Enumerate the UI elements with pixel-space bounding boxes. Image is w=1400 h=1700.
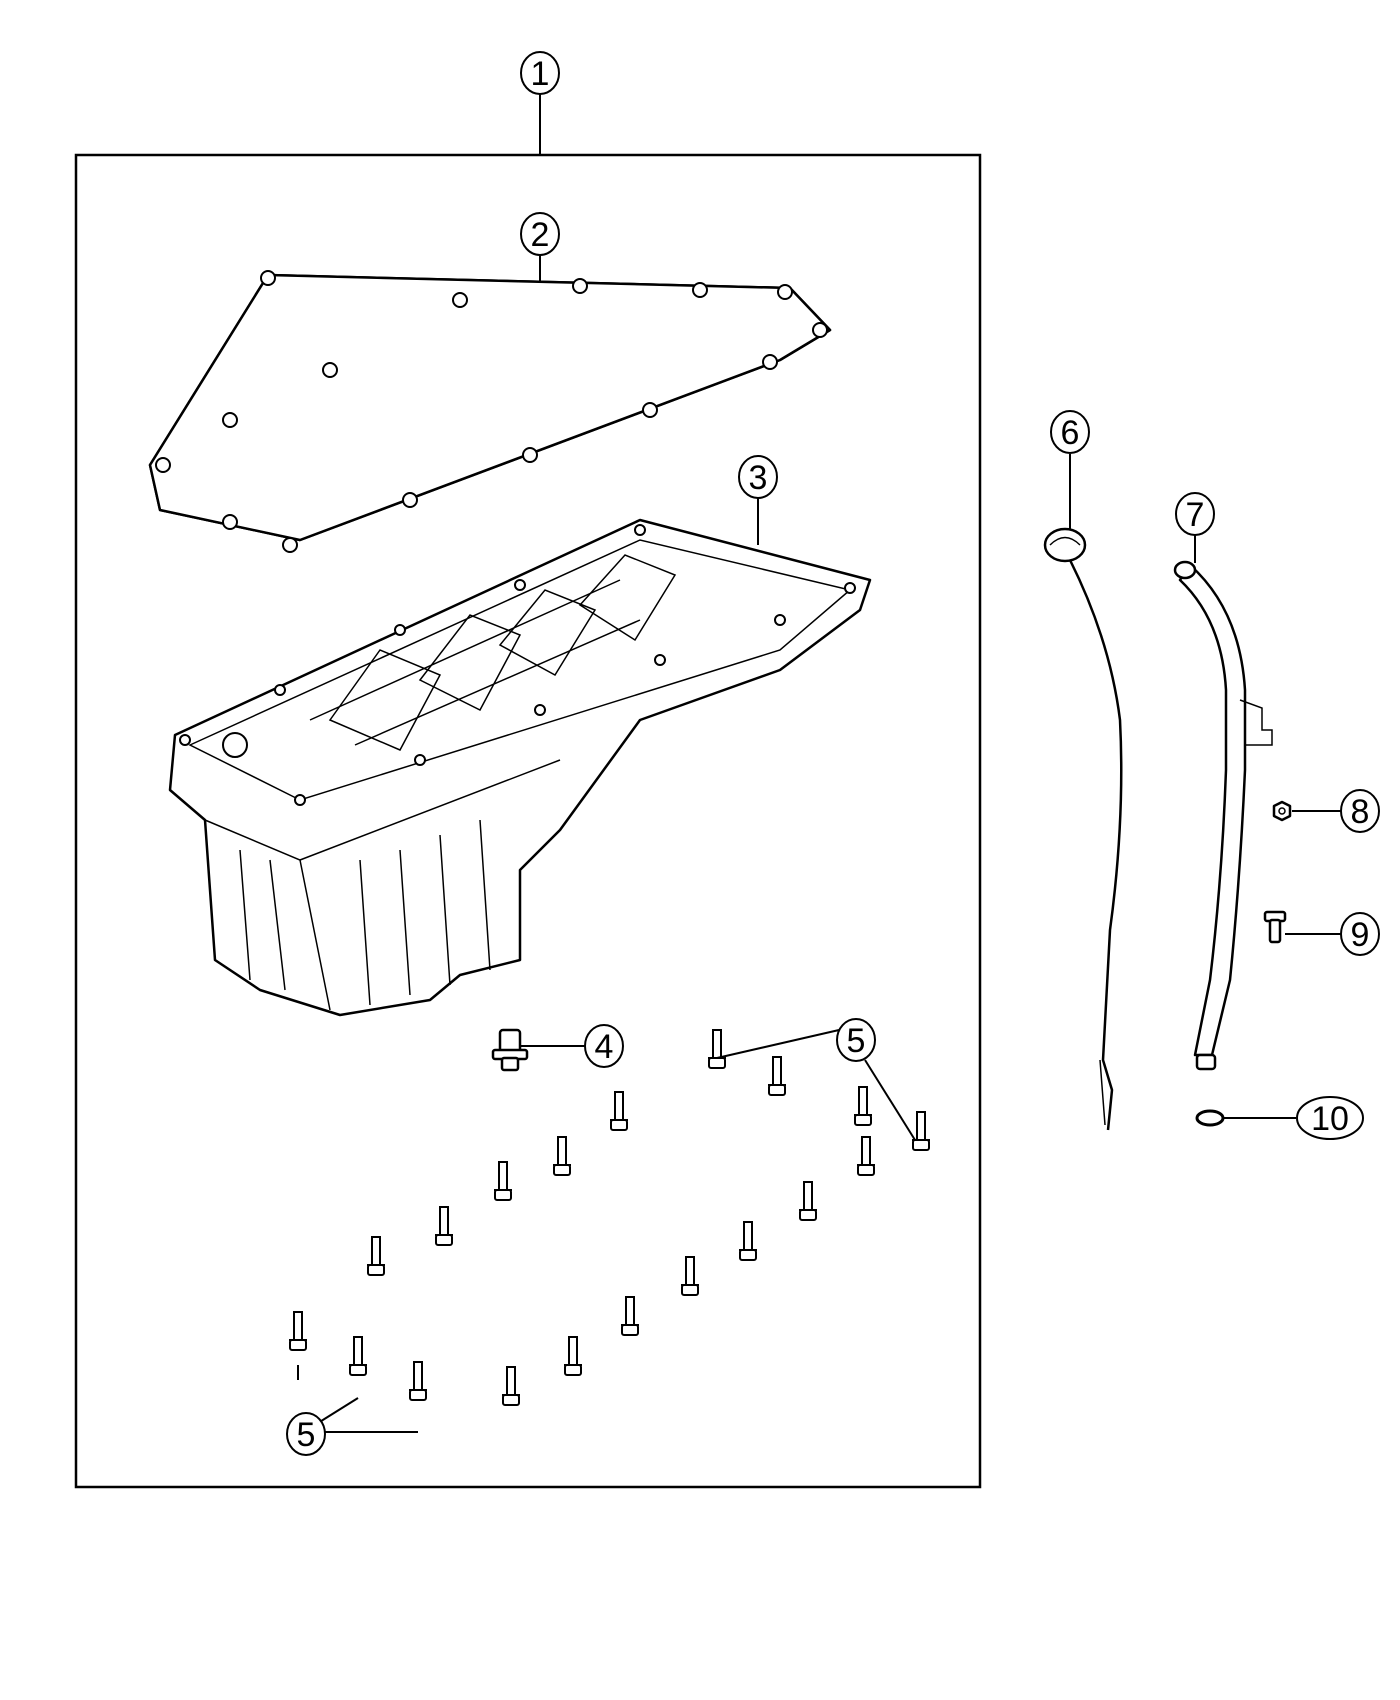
- bolt: [502, 1366, 520, 1406]
- callout-5-upper-label: 5: [847, 1022, 866, 1060]
- bolt: [857, 1136, 875, 1176]
- callout-4-label: 4: [595, 1028, 614, 1066]
- oil-pan: [168, 518, 872, 1017]
- bolt: [349, 1336, 367, 1376]
- callout-10[interactable]: 10: [1223, 1096, 1364, 1140]
- callout-7[interactable]: 7: [1175, 492, 1215, 563]
- callout-5-lower-label: 5: [297, 1416, 316, 1454]
- callout-9[interactable]: 9: [1285, 912, 1380, 956]
- callout-7-label: 7: [1186, 496, 1205, 534]
- bolt: [553, 1136, 571, 1176]
- bolt: [799, 1181, 817, 1221]
- callout-2[interactable]: 2: [520, 212, 560, 282]
- bolt: [621, 1296, 639, 1336]
- bolt: [610, 1091, 628, 1131]
- callout-4[interactable]: 4: [520, 1024, 624, 1068]
- bolt: [564, 1336, 582, 1376]
- callout-5-lower[interactable]: 5: [286, 1365, 418, 1456]
- callout-5-upper[interactable]: 5: [716, 1018, 916, 1141]
- callout-3-label: 3: [749, 459, 768, 497]
- bolt: [681, 1256, 699, 1296]
- callout-1-label: 1: [531, 55, 550, 93]
- callout-8[interactable]: 8: [1292, 789, 1380, 833]
- callout-8-label: 8: [1351, 793, 1370, 831]
- tube-bolt: [1263, 910, 1287, 944]
- bolt: [854, 1086, 872, 1126]
- oil-pan-bolts: [289, 1029, 930, 1406]
- callout-6[interactable]: 6: [1050, 410, 1090, 530]
- callout-10-label: 10: [1311, 1100, 1349, 1138]
- callout-3[interactable]: 3: [738, 455, 778, 545]
- oil-pan-gasket: [148, 270, 832, 553]
- callout-6-label: 6: [1061, 414, 1080, 452]
- assembly-frame: [74, 153, 982, 1489]
- o-ring: [1195, 1109, 1225, 1127]
- bolt: [435, 1206, 453, 1246]
- bolt: [708, 1029, 726, 1069]
- callout-1[interactable]: 1: [520, 51, 560, 155]
- bolt: [367, 1236, 385, 1276]
- bolt: [289, 1311, 307, 1351]
- callout-9-label: 9: [1351, 916, 1370, 954]
- oil-dipstick: [1043, 527, 1123, 1131]
- bolt: [912, 1111, 930, 1151]
- bolt: [494, 1161, 512, 1201]
- bolt: [409, 1361, 427, 1401]
- drain-plug: [491, 1028, 529, 1072]
- bolt: [739, 1221, 757, 1261]
- callout-2-label: 2: [531, 216, 550, 254]
- bolt: [768, 1056, 786, 1096]
- dipstick-tube: [1173, 560, 1273, 1071]
- nut: [1272, 800, 1292, 822]
